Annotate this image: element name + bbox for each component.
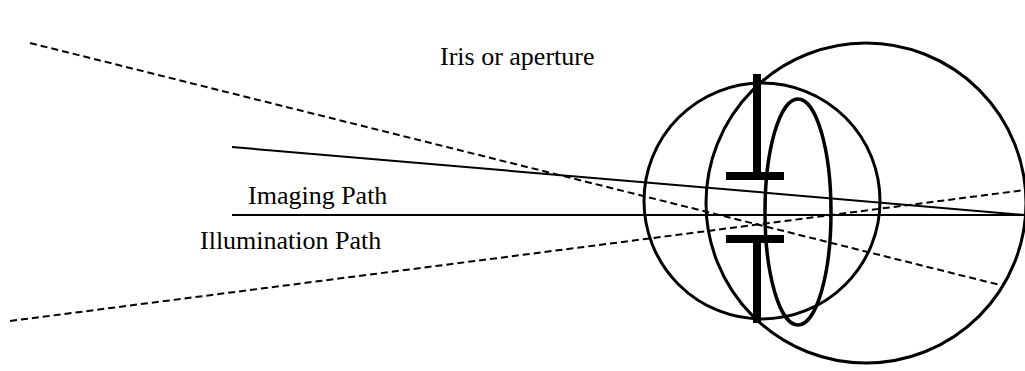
lens-outline xyxy=(765,99,831,325)
iris-upper xyxy=(753,74,761,178)
iris-lower xyxy=(753,236,761,323)
part-label: Iris or aperture xyxy=(438,44,596,70)
illumination-ray xyxy=(30,43,1000,285)
eyeball-outline xyxy=(706,43,1025,363)
illumination-ray xyxy=(10,190,1025,321)
path-label: Illumination Path xyxy=(198,228,383,254)
imaging-axis xyxy=(232,214,1025,216)
path-label: Imaging Path xyxy=(246,183,389,209)
pupil-edge-lower xyxy=(726,235,784,243)
cornea-outline xyxy=(644,83,880,319)
pupil-edge-upper xyxy=(726,172,784,180)
